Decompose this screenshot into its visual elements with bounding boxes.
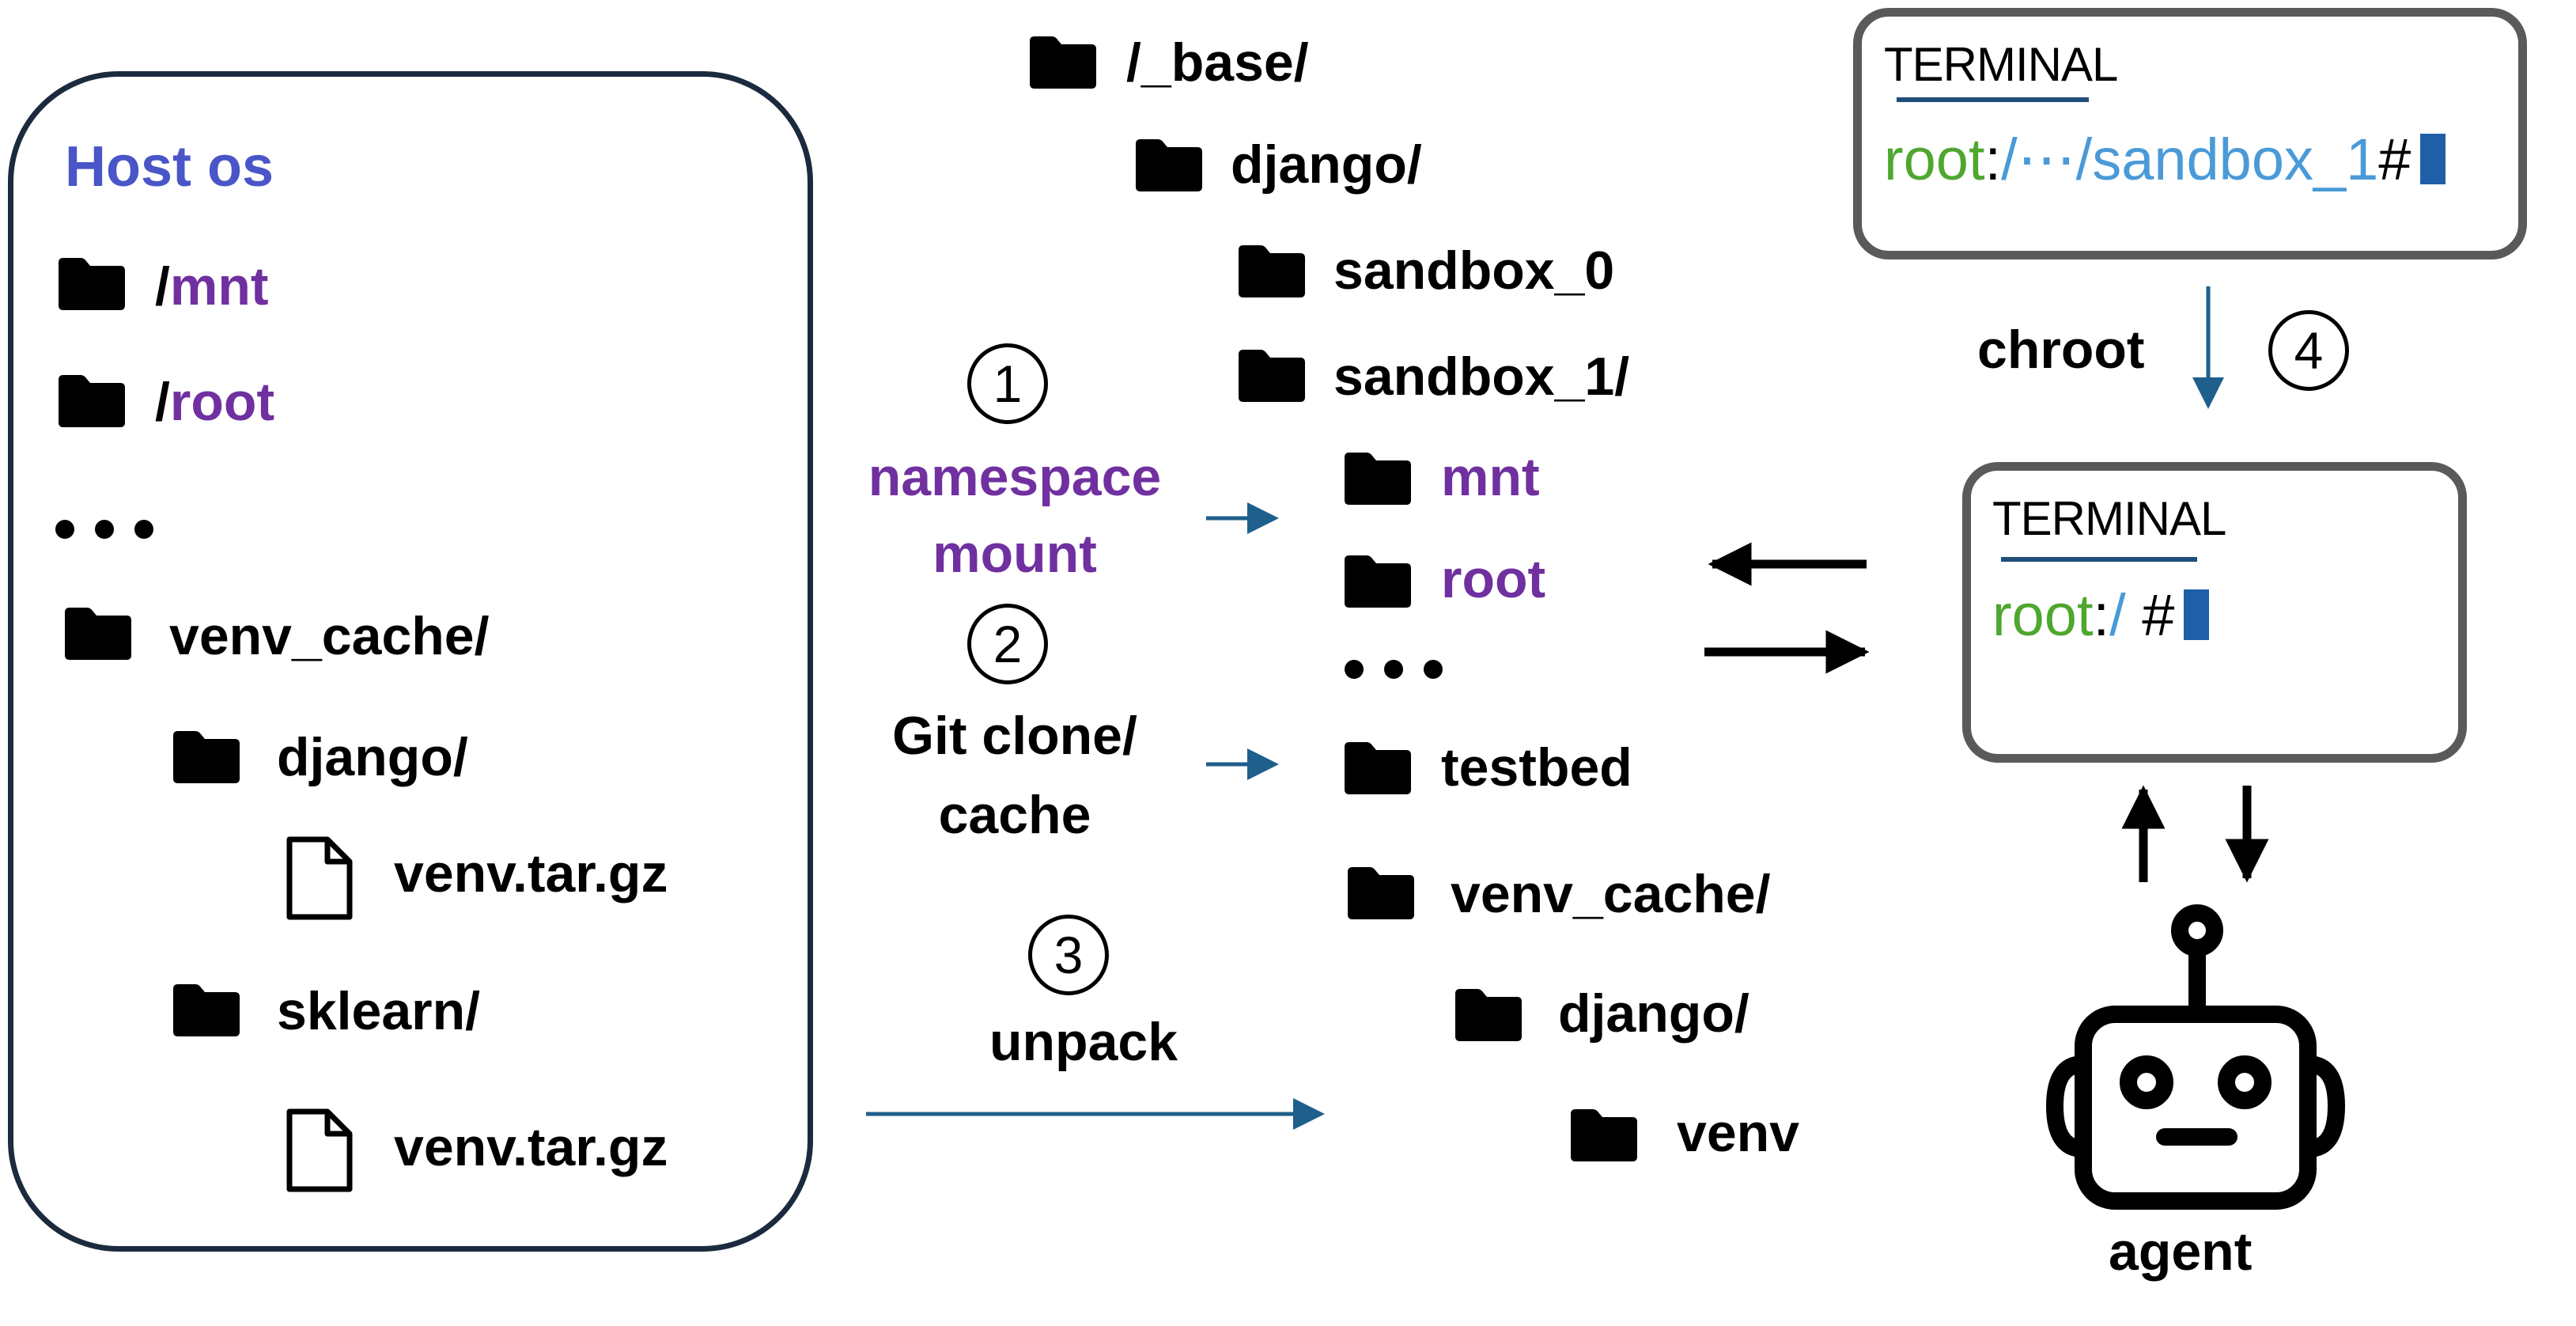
agent-label: agent bbox=[2109, 1222, 2253, 1282]
host-venv-cache-label: venv_cache/ bbox=[169, 606, 490, 666]
tree-base-label: /_base/ bbox=[1126, 32, 1309, 93]
cursor-icon bbox=[2420, 134, 2446, 184]
robot-icon bbox=[2046, 904, 2345, 1210]
tree-venv-django-label: django/ bbox=[1558, 983, 1749, 1044]
tree-venv-label: venv bbox=[1677, 1103, 1799, 1163]
tree-root-label: root bbox=[1441, 549, 1546, 609]
step-2-line1: Git clone/ bbox=[892, 706, 1137, 766]
ellipsis-icon bbox=[1345, 660, 1443, 679]
step-3-badge: 3 bbox=[1028, 915, 1109, 995]
host-root-label: /root bbox=[155, 372, 275, 432]
cursor-icon bbox=[2184, 589, 2210, 640]
host-sklearn-venv-file: venv.tar.gz bbox=[394, 1117, 668, 1177]
tree-sandbox1-label: sandbox_1/ bbox=[1333, 347, 1630, 407]
host-os-panel bbox=[8, 71, 813, 1252]
step-1-line2: mount bbox=[932, 524, 1097, 584]
terminal-sandbox-prompt: root:/ # bbox=[1992, 582, 2210, 649]
terminal-host-window bbox=[1853, 8, 2527, 260]
host-django-venv-file: venv.tar.gz bbox=[394, 843, 668, 904]
ellipsis-icon bbox=[55, 520, 153, 539]
tree-sandbox0-label: sandbox_0 bbox=[1333, 241, 1615, 301]
step-3-label: unpack bbox=[989, 1012, 1178, 1072]
terminal-host-title: TERMINAL bbox=[1884, 38, 2118, 91]
tree-mnt-label: mnt bbox=[1441, 447, 1540, 507]
terminal-sandbox-title-underline bbox=[2001, 557, 2197, 562]
step-2-line2: cache bbox=[938, 785, 1091, 845]
terminal-host-prompt: root:/⋯/sandbox_1# bbox=[1884, 127, 2446, 193]
host-mnt-label: /mnt bbox=[155, 256, 269, 316]
tree-django-label: django/ bbox=[1231, 134, 1422, 195]
step-2-badge: 2 bbox=[967, 604, 1048, 684]
step-1-badge: 1 bbox=[967, 343, 1048, 424]
host-sklearn-label: sklearn/ bbox=[277, 981, 481, 1041]
step-1-line1: namespace bbox=[868, 447, 1162, 507]
step-4-label: chroot bbox=[1977, 320, 2145, 380]
terminal-host-title-underline bbox=[1897, 97, 2089, 102]
tree-venv-cache-label: venv_cache/ bbox=[1451, 864, 1771, 924]
host-os-title: Host os bbox=[65, 135, 274, 199]
terminal-sandbox-title: TERMINAL bbox=[1992, 492, 2226, 545]
step-4-badge: 4 bbox=[2268, 310, 2349, 391]
host-django-label: django/ bbox=[277, 727, 468, 787]
tree-testbed-label: testbed bbox=[1441, 737, 1632, 797]
terminal-sandbox-window bbox=[1962, 462, 2467, 763]
